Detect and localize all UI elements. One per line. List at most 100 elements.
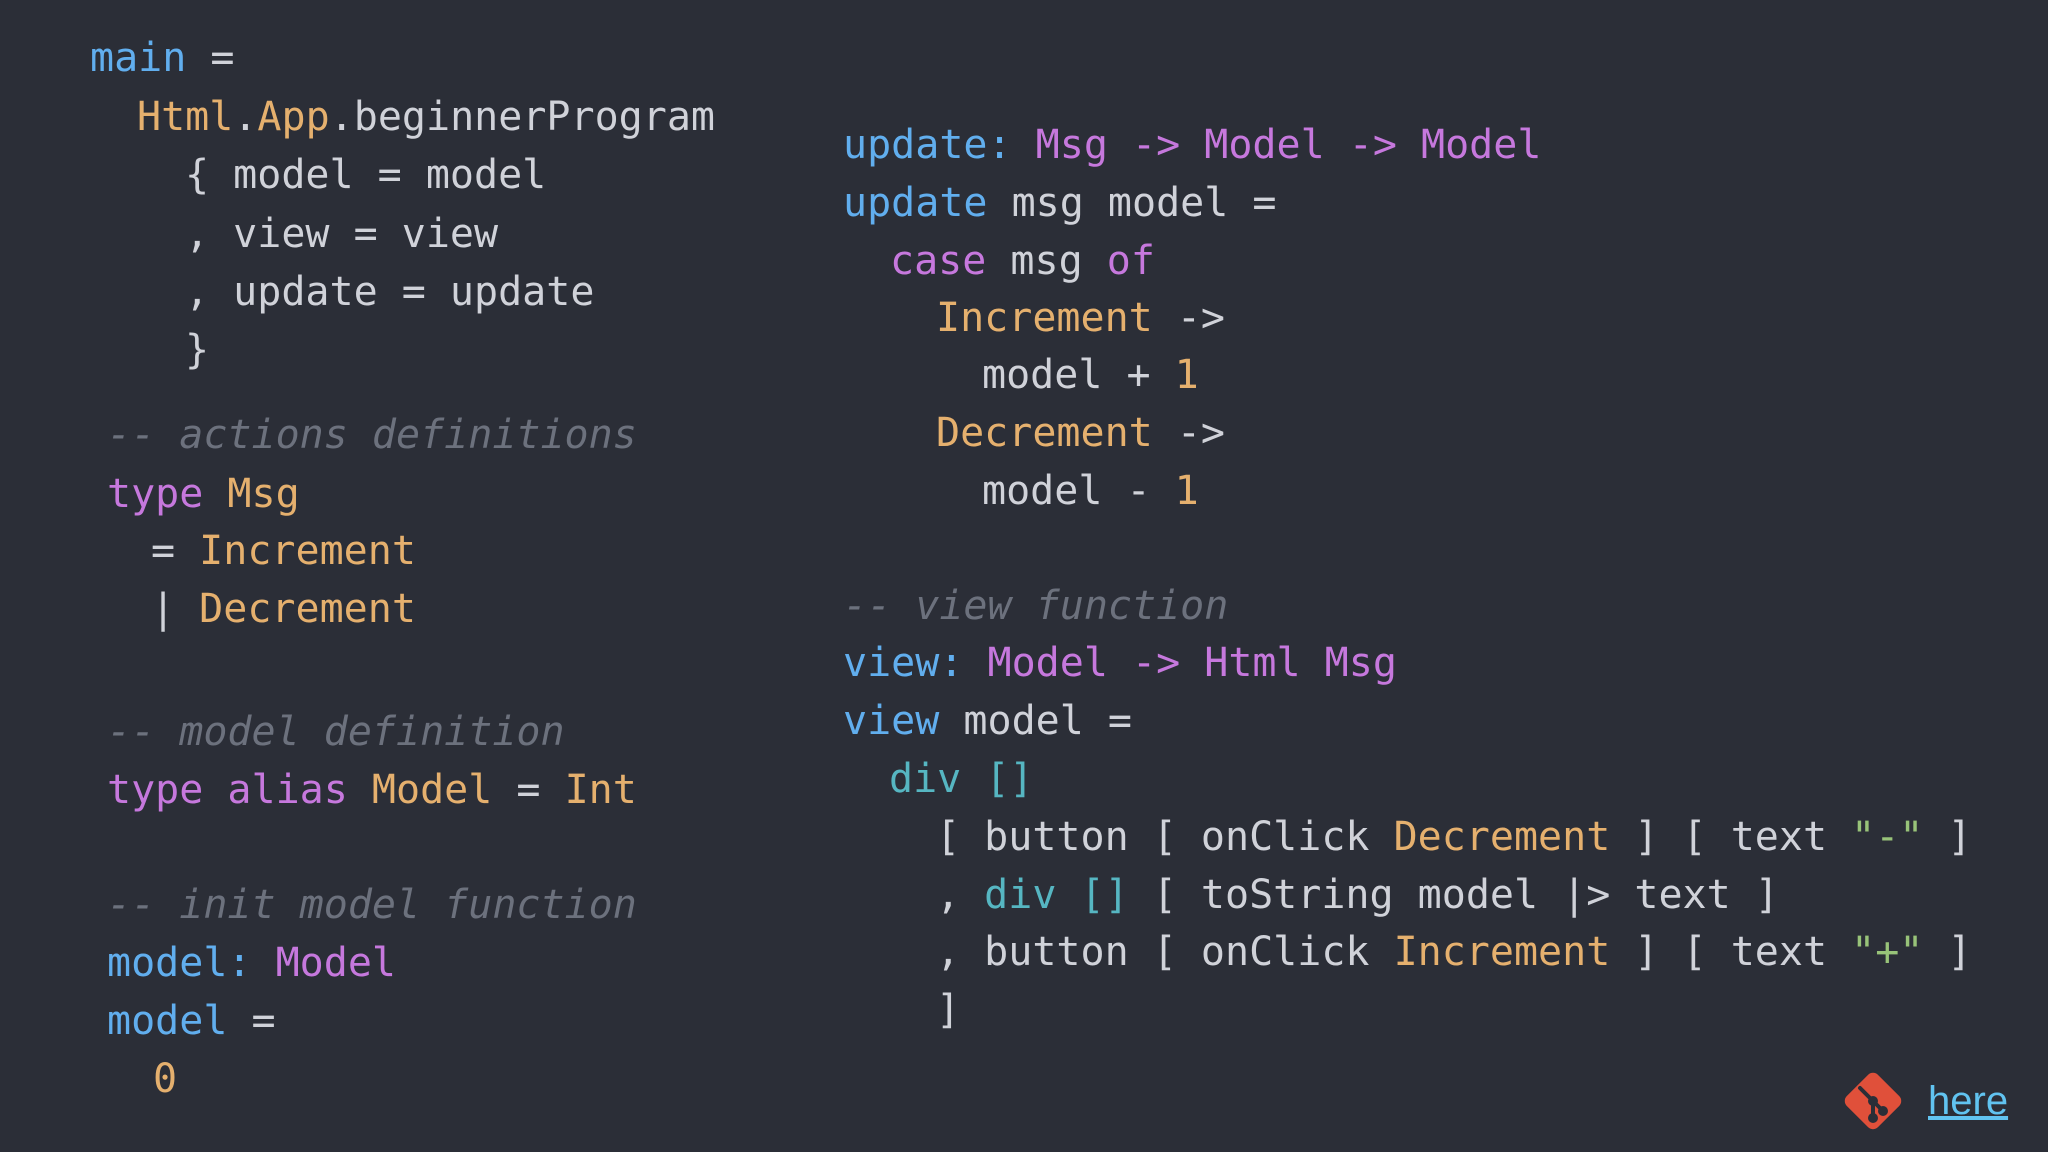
code-token: "+" xyxy=(1851,929,1924,975)
left-line-3: { model = model xyxy=(185,147,546,203)
code-token: Int xyxy=(564,767,637,813)
left-line-11: -- model definition xyxy=(107,704,565,760)
left-line-14: model: Model xyxy=(107,935,396,991)
here-link[interactable]: here xyxy=(1928,1078,2009,1123)
code-token: Decrement xyxy=(1393,814,1611,860)
code-token: type alias xyxy=(107,767,348,813)
left-line-1: main = xyxy=(90,30,235,86)
code-token: main xyxy=(90,35,187,81)
code-token: 1 xyxy=(1174,468,1199,514)
code-token: div [] xyxy=(984,872,1129,918)
right-line-8: -- view function xyxy=(843,578,1228,634)
code-token: = xyxy=(492,767,565,813)
left-line-7: -- actions definitions xyxy=(107,407,637,463)
code-token: model xyxy=(107,998,228,1044)
code-token: msg model = xyxy=(987,180,1277,226)
code-token: model: xyxy=(107,940,252,986)
code-token xyxy=(348,767,372,813)
left-line-9: = Increment xyxy=(151,523,416,579)
code-token: update xyxy=(843,180,988,226)
code-token: Model xyxy=(371,767,493,813)
left-line-13: -- init model function xyxy=(107,877,637,933)
code-token: msg xyxy=(986,238,1107,284)
left-line-2: Html.App.beginnerProgram xyxy=(137,89,715,145)
code-token: -- init model function xyxy=(107,882,637,928)
code-token: update: xyxy=(843,122,1012,168)
left-line-8: type Msg xyxy=(107,466,300,522)
code-token: = xyxy=(151,528,200,574)
code-token: Increment xyxy=(936,295,1153,341)
code-token: .beginnerProgram xyxy=(329,94,715,140)
code-token: , xyxy=(936,872,985,918)
code-token: case xyxy=(890,238,987,284)
code-token: "-" xyxy=(1851,814,1924,860)
code-token: div [] xyxy=(889,756,1034,802)
right-line-7: model - 1 xyxy=(982,463,1199,519)
code-token: ] [ text xyxy=(1610,929,1852,975)
code-token: type xyxy=(107,471,204,517)
right-line-9: view: Model -> Html Msg xyxy=(843,635,1397,691)
right-line-12: [ button [ onClick Decrement ] [ text "-… xyxy=(936,809,1972,865)
code-token: ] xyxy=(936,987,961,1033)
right-line-4: Increment -> xyxy=(936,290,1225,346)
code-token: Decrement xyxy=(936,410,1153,456)
right-line-15: ] xyxy=(936,982,960,1038)
code-token: -- actions definitions xyxy=(107,412,637,458)
right-line-13: , div [] [ toString model |> text ] xyxy=(936,867,1779,923)
code-token: model - xyxy=(982,468,1175,514)
code-token xyxy=(203,471,227,517)
source-link[interactable]: here xyxy=(1840,1068,2008,1134)
left-line-10: | Decrement xyxy=(151,581,416,637)
code-token: { model = model xyxy=(185,152,547,198)
code-token: | xyxy=(151,586,200,632)
code-token xyxy=(1012,122,1036,168)
code-token: Increment xyxy=(199,528,416,574)
code-token: Html xyxy=(137,94,234,140)
code-token: Model xyxy=(275,940,397,986)
code-token: Increment xyxy=(1393,929,1611,975)
left-line-5: , update = update xyxy=(185,264,594,320)
code-token: [ button [ onClick xyxy=(936,814,1394,860)
left-line-16: 0 xyxy=(153,1051,177,1107)
code-token: 0 xyxy=(153,1056,178,1102)
right-line-10: view model = xyxy=(843,693,1132,749)
code-token xyxy=(252,940,276,986)
code-token: view xyxy=(843,698,940,744)
right-line-11: div [] xyxy=(889,751,1034,807)
code-token: -- view function xyxy=(843,583,1229,629)
code-token xyxy=(963,640,987,686)
right-line-6: Decrement -> xyxy=(936,405,1225,461)
code-token: ] xyxy=(1923,929,1972,975)
code-token: } xyxy=(185,327,210,373)
right-line-14: , button [ onClick Increment ] [ text "+… xyxy=(936,924,1972,980)
code-token: 1 xyxy=(1174,352,1199,398)
code-token: [ toString model |> text ] xyxy=(1128,872,1779,918)
code-token: ] [ text xyxy=(1610,814,1852,860)
code-token: = xyxy=(186,35,235,81)
left-line-6: } xyxy=(185,322,209,378)
left-line-4: , view = view xyxy=(185,206,498,262)
code-token: App xyxy=(257,94,330,140)
code-token: Decrement xyxy=(199,586,416,632)
right-line-2: update msg model = xyxy=(843,175,1276,231)
code-token: . xyxy=(233,94,258,140)
code-token: -> xyxy=(1152,295,1225,341)
code-token: Msg xyxy=(227,471,300,517)
right-line-5: model + 1 xyxy=(982,347,1199,403)
right-line-1: update: Msg -> Model -> Model xyxy=(843,117,1541,173)
git-icon xyxy=(1844,1072,1902,1130)
code-token: = xyxy=(227,998,276,1044)
right-line-3: case msg of xyxy=(890,233,1155,289)
code-token: , button [ onClick xyxy=(936,929,1394,975)
code-token: -- model definition xyxy=(107,709,565,755)
code-token: Msg -> Model -> Model xyxy=(1035,122,1542,168)
code-token: model + xyxy=(982,352,1175,398)
left-line-12: type alias Model = Int xyxy=(107,762,637,818)
code-token: Model -> Html Msg xyxy=(987,640,1397,686)
left-line-15: model = xyxy=(107,993,276,1049)
code-token: ] xyxy=(1923,814,1972,860)
code-token: model = xyxy=(939,698,1132,744)
code-token: -> xyxy=(1152,410,1225,456)
code-token: , update = update xyxy=(185,269,595,315)
code-token: of xyxy=(1106,238,1155,284)
